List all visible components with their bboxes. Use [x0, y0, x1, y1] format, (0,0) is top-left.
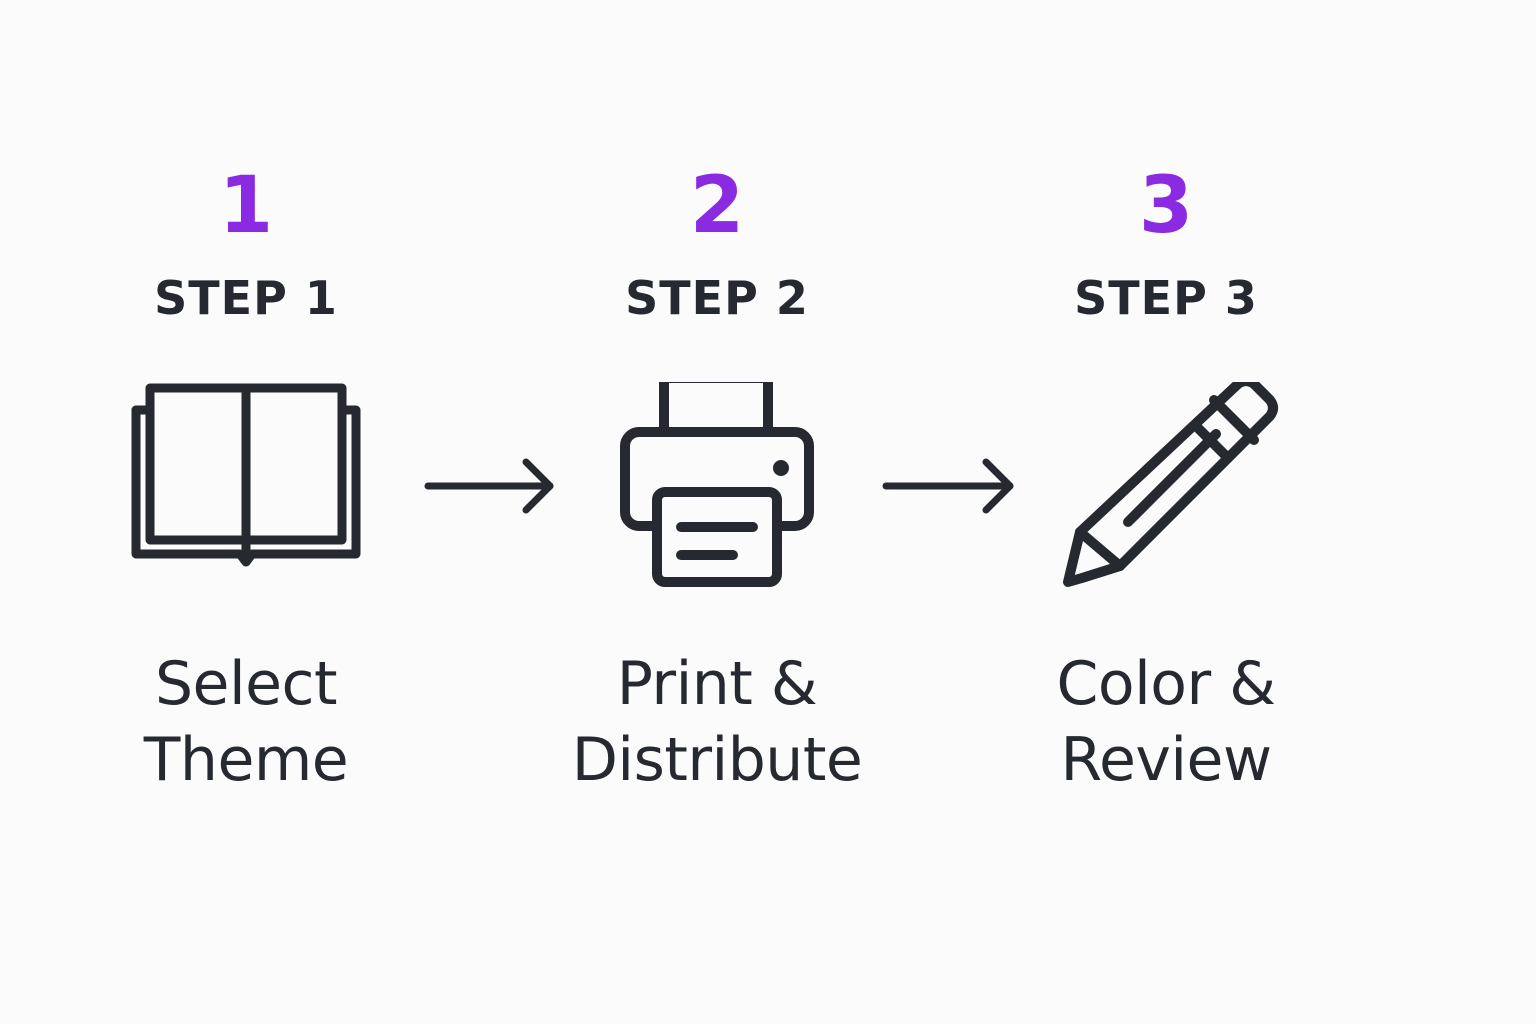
step-number: 1	[218, 161, 274, 251]
printer-icon	[620, 382, 814, 587]
step-title-line-2: Review	[1060, 725, 1272, 795]
step-title-line-1: Select	[154, 649, 338, 719]
step-title-line-2: Distribute	[571, 725, 863, 795]
step-1: 1 STEP 1 Select Theme	[66, 160, 426, 798]
step-title-line-1: Print &	[616, 649, 818, 719]
book-icon	[131, 383, 361, 567]
step-number: 3	[1138, 161, 1194, 251]
pencil-icon	[1063, 382, 1278, 587]
step-2: 2 STEP 2 Print & Distribute	[537, 160, 897, 798]
arrow-right-icon	[424, 458, 554, 514]
arrow-right-icon	[882, 458, 1014, 514]
step-label: STEP 3	[1074, 271, 1258, 325]
step-title-line-2: Theme	[143, 725, 349, 795]
step-title: Select Theme	[66, 646, 426, 798]
step-title-line-1: Color &	[1056, 649, 1276, 719]
step-title: Color & Review	[986, 646, 1346, 798]
step-title: Print & Distribute	[537, 646, 897, 798]
step-3: 3 STEP 3 Color & Review	[986, 160, 1346, 798]
step-label: STEP 1	[154, 271, 338, 325]
step-label: STEP 2	[625, 271, 809, 325]
step-number: 2	[689, 161, 745, 251]
